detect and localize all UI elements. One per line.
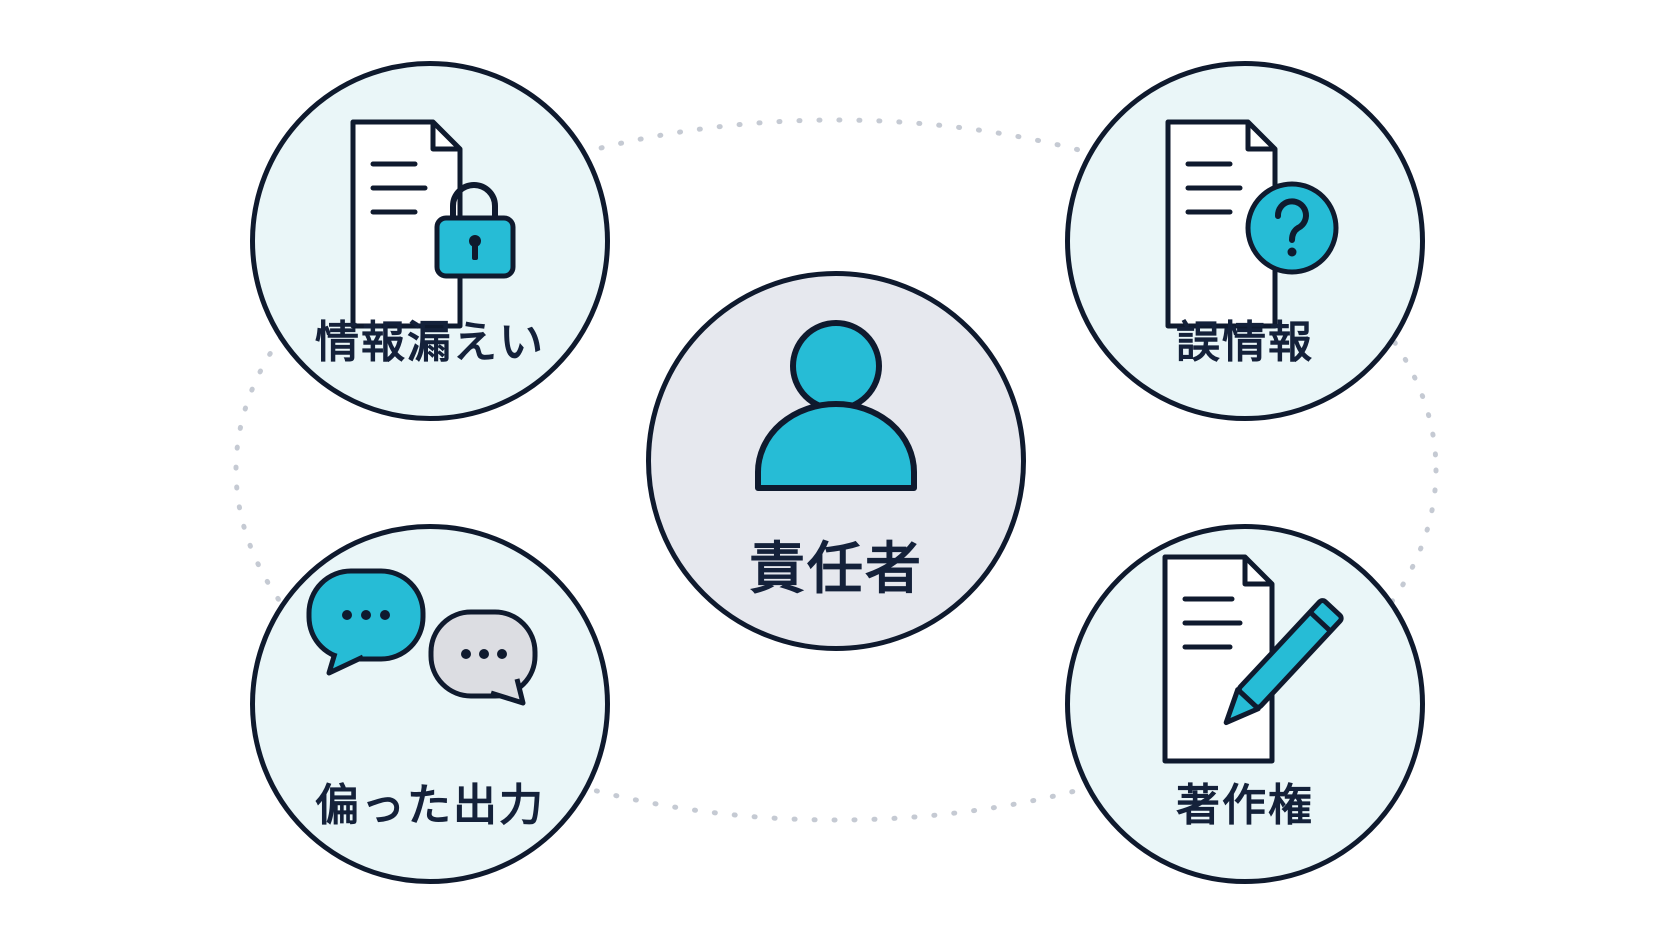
person-icon: [755, 320, 917, 491]
center-node-responsible-person: 責任者: [646, 271, 1026, 651]
center-label: 責任者: [749, 537, 923, 602]
risk-node-copyright: 著作権: [1065, 524, 1425, 884]
speech-bubbles-icon: [306, 568, 538, 706]
document-pen-icon: [1162, 554, 1344, 764]
risk-label-biased-output: 偏った出力: [315, 780, 545, 831]
risk-label-misinformation: 誤情報: [1176, 317, 1314, 368]
risk-node-information-leak: 情報漏えい: [250, 61, 610, 421]
document-question-icon: [1165, 119, 1339, 329]
risk-label-copyright: 著作権: [1176, 780, 1314, 831]
risk-node-misinformation: 誤情報: [1065, 61, 1425, 421]
risk-node-biased-output: 偏った出力: [250, 524, 610, 884]
risk-label-information-leak: 情報漏えい: [315, 317, 545, 368]
document-lock-icon: [350, 119, 516, 329]
